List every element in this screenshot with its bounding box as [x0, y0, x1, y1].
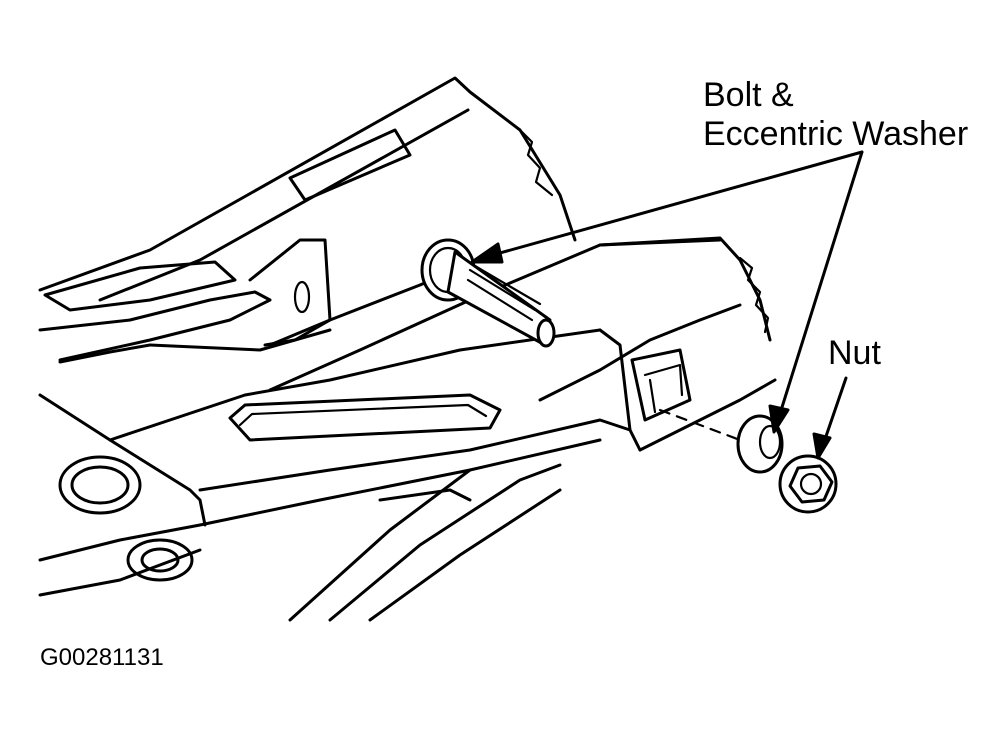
eccentric-washer	[736, 414, 784, 474]
flange-nut	[778, 454, 838, 514]
arrowhead-washer	[768, 404, 790, 434]
control-arm-bracket	[268, 128, 777, 452]
arrowhead-nut	[812, 432, 832, 460]
assembly-axis	[658, 408, 742, 442]
bolt-callout-line1: Bolt &	[703, 76, 794, 114]
figure-code: G00281131	[40, 644, 164, 671]
arrowhead-bolt	[470, 242, 504, 264]
nut-callout: Nut	[828, 334, 881, 372]
bolt-callout-line2: Eccentric Washer	[703, 115, 969, 153]
crossmember-frame	[38, 76, 632, 622]
leader-lines	[470, 150, 864, 460]
bolt-with-eccentric-washer	[420, 238, 556, 348]
